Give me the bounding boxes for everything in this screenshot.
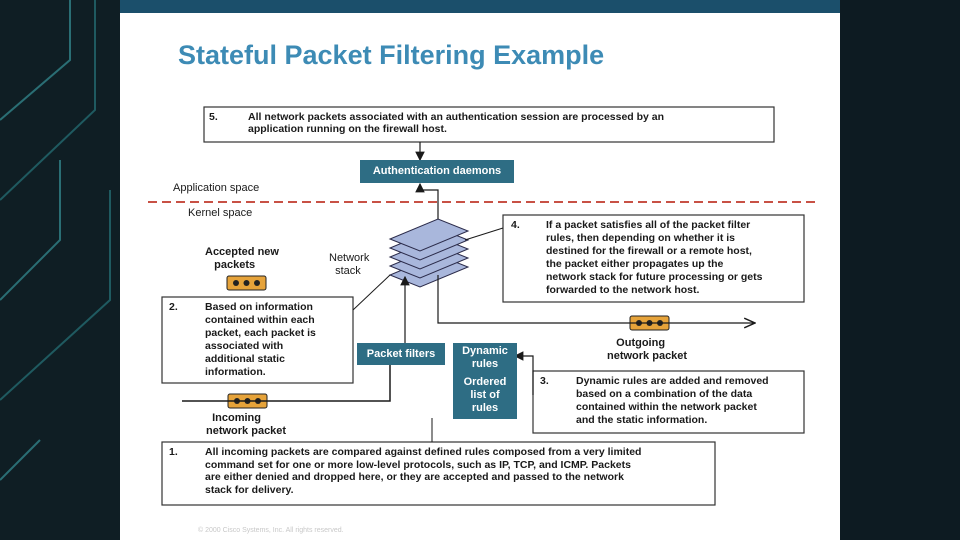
- step2-box: [161, 296, 354, 384]
- slide-title: Stateful Packet Filtering Example: [178, 40, 605, 70]
- step3-number: 3.: [540, 375, 549, 387]
- step5-text: All network packets associated with an a…: [248, 111, 665, 135]
- packet-filters-box: Packet filters: [357, 343, 445, 365]
- dynamic-rules-box: Dynamic rules: [453, 343, 517, 375]
- step1-text: All incoming packets are compared agains…: [205, 446, 642, 496]
- slide-top-bar: [120, 0, 840, 13]
- step4-box: [502, 214, 805, 303]
- step4-text: If a packet satisfies all of the packet …: [546, 219, 763, 296]
- authentication-daemons-box: Authentication daemons: [360, 160, 514, 183]
- accepted-packets-label: Accepted new packets: [205, 246, 279, 271]
- step3-text: Dynamic rules are added and removed base…: [576, 375, 769, 426]
- arrow-step3-to-dynamic: [513, 351, 534, 395]
- accepted-packet-icon: [226, 275, 267, 291]
- background-decoration-left: [0, 0, 120, 540]
- diagram-graphics: [148, 106, 820, 506]
- step2-text: Based on information contained within ea…: [205, 301, 316, 378]
- incoming-packet-label: Incoming network packet: [206, 412, 287, 437]
- network-stack-icon: [388, 218, 470, 288]
- line-incoming: [182, 365, 391, 402]
- step5-number: 5.: [209, 111, 218, 123]
- step2-number: 2.: [169, 301, 178, 313]
- network-stack-label: Network stack: [329, 252, 370, 277]
- arrow-to-outgoing: [437, 275, 755, 323]
- step1-box: [161, 441, 716, 506]
- step4-number: 4.: [511, 219, 520, 231]
- application-space-label: Application space: [173, 182, 260, 194]
- line-stack-to-step2: [352, 274, 391, 311]
- slide: Stateful Packet Filtering Example: [120, 0, 840, 540]
- outgoing-packet-label: Outgoing network packet: [607, 337, 688, 362]
- arrow-stack-to-auth: [415, 182, 439, 219]
- step5-box: [203, 106, 775, 143]
- kernel-space-label: Kernel space: [188, 207, 253, 219]
- step1-number: 1.: [169, 446, 178, 458]
- step3-box: [532, 370, 805, 434]
- line-step4-to-stack: [464, 227, 504, 241]
- ordered-rules-box: Ordered list of rules: [453, 375, 517, 419]
- copyright-footer: © 2000 Cisco Systems, Inc. All rights re…: [198, 527, 344, 534]
- background-decoration-right: [840, 0, 960, 540]
